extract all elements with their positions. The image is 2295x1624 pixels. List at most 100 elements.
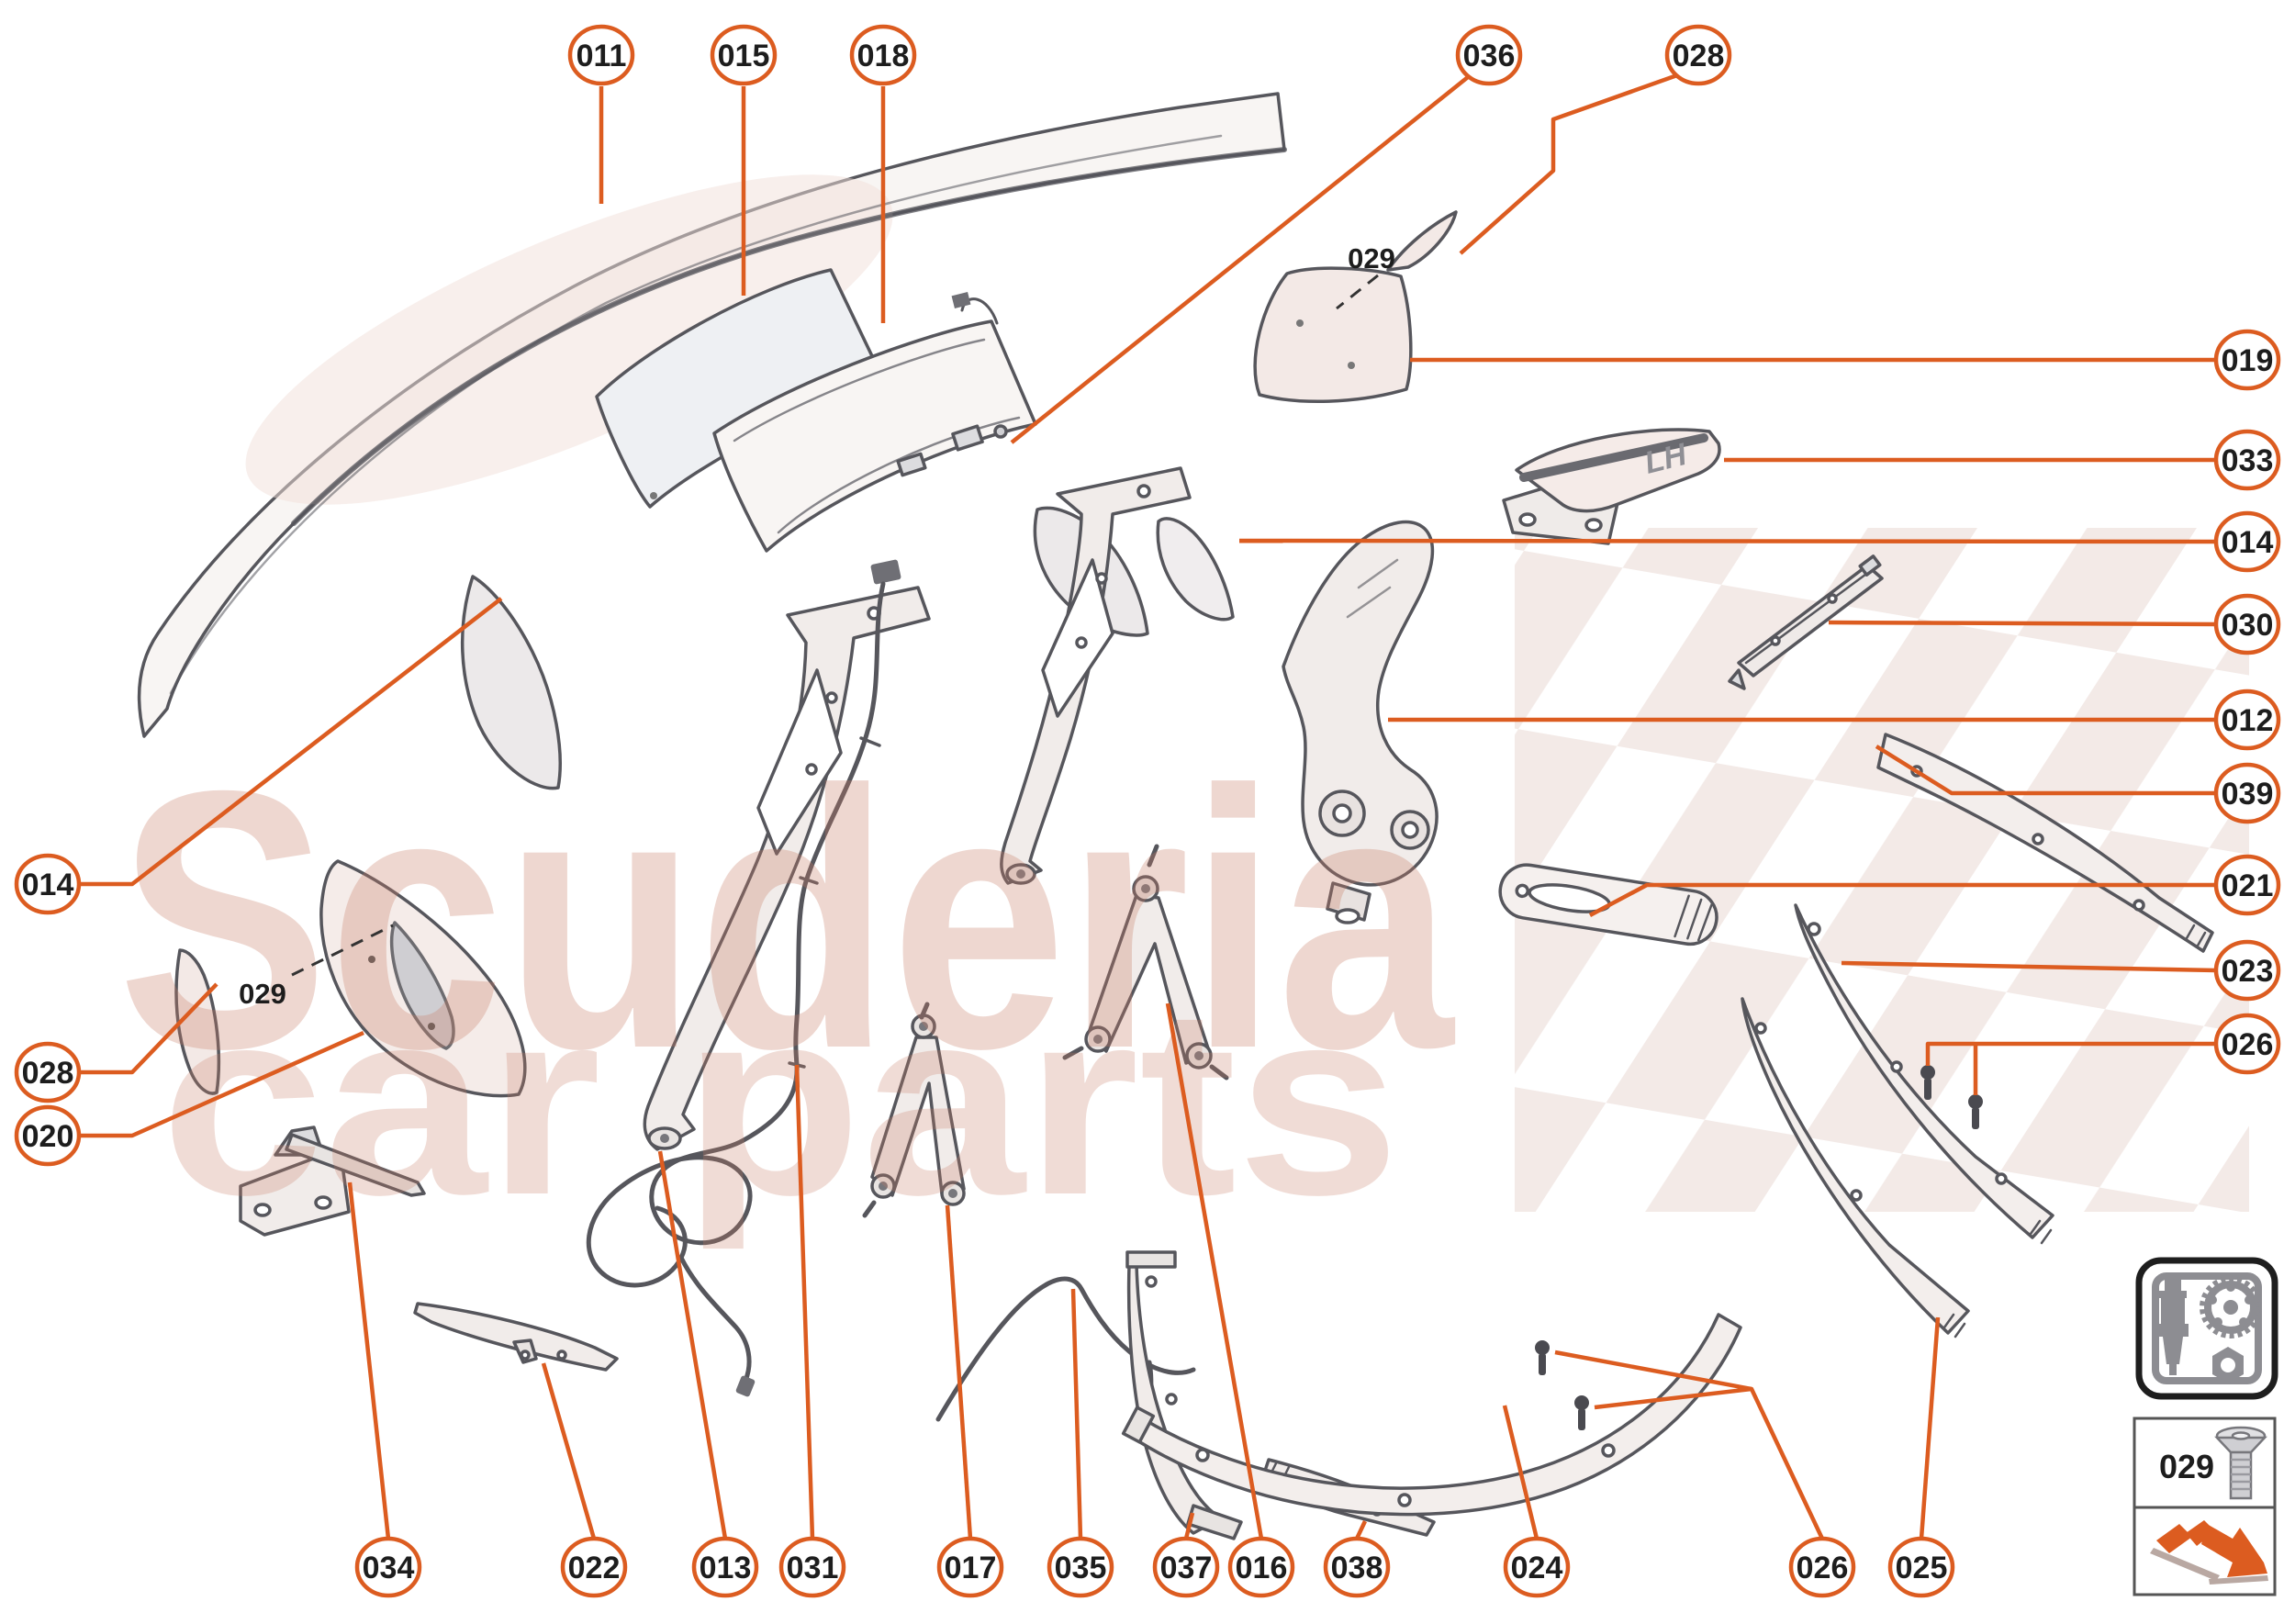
callout-number: 019	[2222, 343, 2274, 378]
callout-022[interactable]: 022	[560, 1536, 628, 1598]
callout-circle[interactable]	[560, 1536, 628, 1598]
part-arc-strip-lower	[1741, 997, 1970, 1338]
callout-023[interactable]: 023	[2213, 939, 2281, 1002]
screw-legend-label: 029	[2159, 1448, 2214, 1485]
leader-line-026	[1925, 1041, 2216, 1066]
callout-circle[interactable]	[14, 1041, 82, 1103]
callout-circle[interactable]	[2213, 593, 2281, 655]
callout-020[interactable]: 020	[14, 1104, 82, 1167]
callout-circle[interactable]	[1227, 1536, 1295, 1598]
callout-circle[interactable]	[1788, 1536, 1856, 1598]
callout-025[interactable]: 025	[1887, 1536, 1955, 1598]
callout-030[interactable]: 030	[2213, 593, 2281, 655]
watermark-subtitle: car parts	[161, 953, 1400, 1251]
leader-line-028	[1459, 73, 1678, 255]
callout-014[interactable]: 014	[14, 853, 82, 915]
callout-015[interactable]: 015	[710, 24, 778, 86]
callout-011[interactable]: 011	[567, 24, 635, 86]
leader-line-037	[1183, 1512, 1195, 1540]
dashed-leader-029	[291, 924, 394, 977]
part-lens-cover	[319, 859, 527, 1098]
callout-033[interactable]: 033	[2213, 429, 2281, 491]
callout-number: 020	[22, 1119, 74, 1154]
callout-018[interactable]: 018	[849, 24, 917, 86]
callout-number: 039	[2222, 777, 2274, 812]
inline-part-number-029: 029	[239, 978, 286, 1010]
callout-017[interactable]: 017	[936, 1536, 1004, 1598]
callout-014[interactable]: 014	[2213, 510, 2281, 573]
leader-line-035	[1070, 1288, 1083, 1540]
leader-line-020	[79, 1030, 364, 1138]
countersunk-screw-icon	[2214, 1426, 2267, 1500]
callout-021[interactable]: 021	[2213, 854, 2281, 916]
part-hinge-bracket	[1282, 520, 1439, 924]
callout-028[interactable]: 028	[14, 1041, 82, 1103]
callout-number: 028	[1673, 39, 1725, 73]
callout-038[interactable]: 038	[1323, 1536, 1391, 1598]
callout-026[interactable]: 026	[2213, 1013, 2281, 1075]
leader-line-014	[79, 597, 503, 887]
callout-circle[interactable]	[691, 1536, 759, 1598]
callout-circle[interactable]	[1152, 1536, 1220, 1598]
callout-circle[interactable]	[2213, 939, 2281, 1002]
callout-circle[interactable]	[2213, 854, 2281, 916]
callout-circle[interactable]	[1664, 24, 1732, 86]
callout-number: 024	[1511, 1551, 1563, 1585]
callout-circle[interactable]	[1455, 24, 1523, 86]
callout-number: 012	[2222, 703, 2274, 738]
callout-031[interactable]: 031	[778, 1536, 846, 1598]
callout-037[interactable]: 037	[1152, 1536, 1220, 1598]
callout-circle[interactable]	[1887, 1536, 1955, 1598]
leader-line-036	[1010, 75, 1470, 444]
legend: 029	[2133, 1257, 2278, 1596]
part-quarter-glass	[1253, 266, 1413, 404]
callouts-layer: 011 015 018 036 028 019 033 014 030 012 039 021 023 0…	[14, 24, 2281, 1598]
callout-circle[interactable]	[354, 1536, 422, 1598]
leader-line-031	[794, 1064, 815, 1540]
leader-line-013	[657, 1150, 728, 1540]
callout-circle[interactable]	[2213, 1013, 2281, 1075]
callout-number: 026	[1797, 1551, 1849, 1585]
callout-028[interactable]: 028	[1664, 24, 1732, 86]
callout-039[interactable]: 039	[2213, 762, 2281, 824]
leader-line-030	[1828, 620, 2217, 627]
leader-lines-layer	[79, 73, 2217, 1540]
callout-circle[interactable]	[1503, 1536, 1571, 1598]
callout-circle[interactable]	[567, 24, 635, 86]
part-a-frame-bracket	[862, 1002, 966, 1218]
callout-024[interactable]: 024	[1503, 1536, 1571, 1598]
callout-circle[interactable]	[1323, 1536, 1391, 1598]
callout-circle[interactable]	[849, 24, 917, 86]
callout-035[interactable]: 035	[1047, 1536, 1114, 1598]
callout-circle[interactable]	[710, 24, 778, 86]
screw-legend-box: 029	[2133, 1417, 2277, 1509]
callout-019[interactable]: 019	[2213, 329, 2281, 391]
callout-026[interactable]: 026	[1788, 1536, 1856, 1598]
callout-number: 035	[1055, 1551, 1107, 1585]
watermark-brand: Scuderia	[118, 714, 1455, 1125]
callout-012[interactable]: 012	[2213, 689, 2281, 751]
callout-number: 036	[1463, 39, 1516, 73]
callout-034[interactable]: 034	[354, 1536, 422, 1598]
callout-circle[interactable]	[14, 1104, 82, 1167]
callout-013[interactable]: 013	[691, 1536, 759, 1598]
leader-line-028	[79, 982, 218, 1075]
callout-circle[interactable]	[14, 853, 82, 915]
part-trim-fin-left	[460, 575, 562, 790]
callout-circle[interactable]	[778, 1536, 846, 1598]
part-thin-strip	[1876, 733, 2214, 953]
callout-circle[interactable]	[2213, 689, 2281, 751]
callout-number: 037	[1160, 1551, 1213, 1585]
spare-parts-kit-icon	[2135, 1257, 2278, 1400]
callout-circle[interactable]	[2213, 329, 2281, 391]
callout-circle[interactable]	[2213, 762, 2281, 824]
callout-036[interactable]: 036	[1455, 24, 1523, 86]
callout-number: 022	[568, 1551, 621, 1585]
part-guide-rail	[1728, 554, 1884, 690]
callout-circle[interactable]	[936, 1536, 1004, 1598]
callout-circle[interactable]	[1047, 1536, 1114, 1598]
callout-circle[interactable]	[2213, 510, 2281, 573]
callout-016[interactable]: 016	[1227, 1536, 1295, 1598]
callout-circle[interactable]	[2213, 429, 2281, 491]
